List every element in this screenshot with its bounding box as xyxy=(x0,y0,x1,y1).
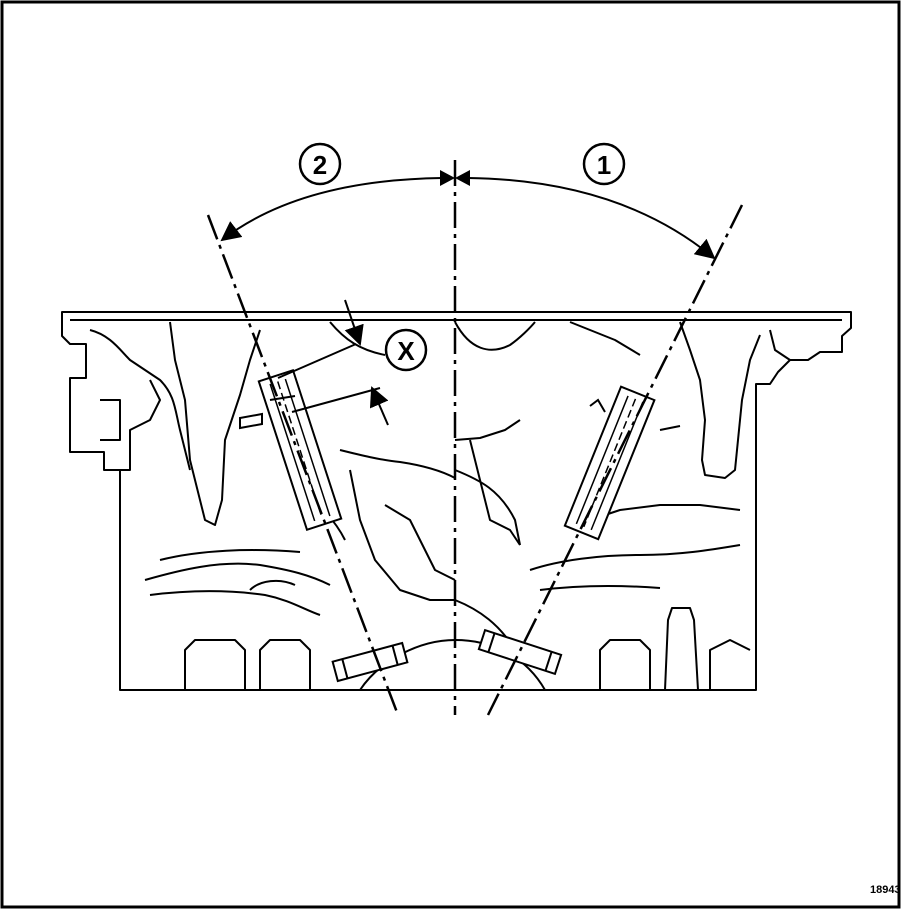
right-valve-seat xyxy=(477,628,563,676)
center-arrow-right xyxy=(455,170,470,186)
figure-reference-number: 18943 xyxy=(870,884,901,896)
svg-text:1: 1 xyxy=(597,150,611,180)
angle-arc-1 xyxy=(467,177,716,260)
angle-arc-2 xyxy=(220,177,443,242)
left-valve-seat xyxy=(331,641,409,683)
svg-text:2: 2 xyxy=(313,150,327,180)
svg-text:X: X xyxy=(397,336,415,366)
center-arrow-left xyxy=(440,170,455,186)
right-valve-axis-line xyxy=(486,204,744,716)
callout-2: 2 xyxy=(298,142,342,186)
left-valve-axis-line xyxy=(206,214,400,716)
guide-stems xyxy=(239,395,681,431)
callout-x: X xyxy=(384,328,428,372)
dimension-x xyxy=(277,299,389,426)
callout-1: 1 xyxy=(582,142,626,186)
left-valve-guide xyxy=(257,368,343,532)
